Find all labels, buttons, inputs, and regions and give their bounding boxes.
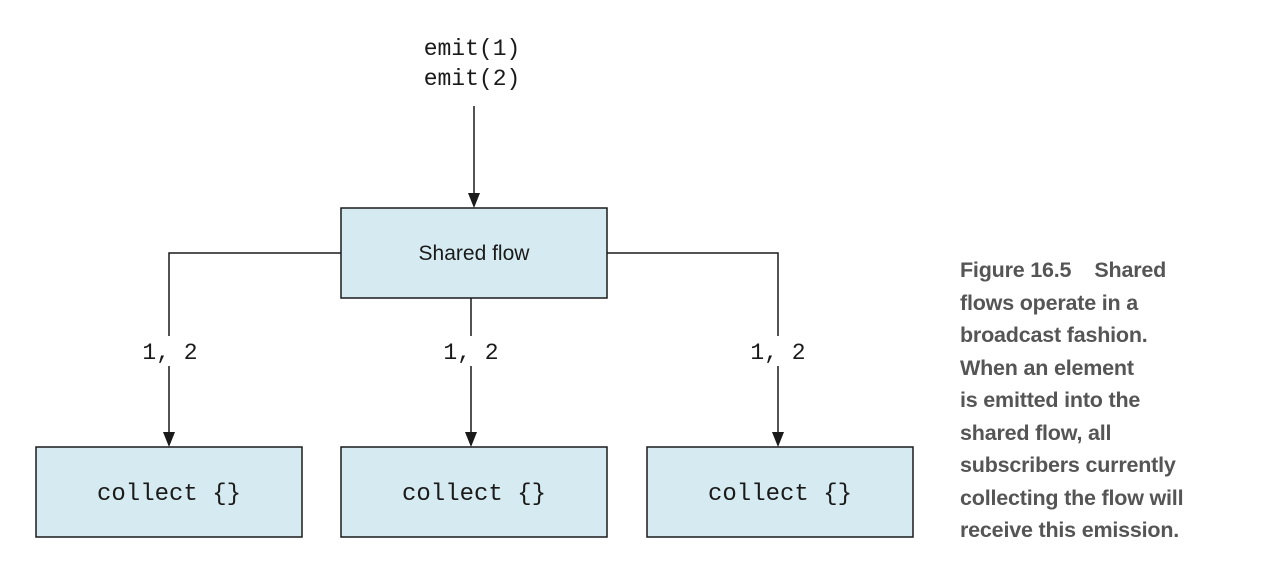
caption-line-6: shared flow, all xyxy=(960,420,1112,445)
caption-line-7: subscribers currently xyxy=(960,453,1176,477)
connector-middle-head xyxy=(465,432,477,447)
collector-label-middle: collect {} xyxy=(402,481,546,508)
edge-label-bg-left xyxy=(132,336,208,366)
emit-arrow xyxy=(468,106,480,208)
collector-label-right: collect {} xyxy=(708,481,852,508)
shared-flow-label: Shared flow xyxy=(419,242,531,265)
connector-left xyxy=(163,252,341,447)
collector-left: collect {} xyxy=(35,446,303,538)
connector-left-line xyxy=(168,252,341,433)
emitter: emit(1) emit(2) xyxy=(424,36,521,92)
edge-label-middle: 1, 2 xyxy=(443,340,498,366)
caption-line-2: flows operate in a xyxy=(960,290,1138,315)
edge-label-bg-right xyxy=(740,336,816,366)
caption-line-3: broadcast fashion. xyxy=(960,323,1148,347)
connector-right xyxy=(607,252,784,447)
shared-flow-node: Shared flow xyxy=(340,207,608,299)
figure-number: Figure 16.5 xyxy=(960,258,1072,282)
collector-label-left: collect {} xyxy=(97,481,241,508)
figure-caption: Figure 16.5 Shared flows operate in a br… xyxy=(960,254,1260,547)
caption-line-8: collecting the flow will xyxy=(960,485,1184,510)
connector-middle xyxy=(465,298,477,447)
connector-right-line xyxy=(607,252,779,433)
edge-label-right: 1, 2 xyxy=(750,340,805,366)
caption-line-1: Figure 16.5 Shared xyxy=(960,254,1260,287)
edge-label-left: 1, 2 xyxy=(142,340,197,366)
caption-line-4: When an element xyxy=(960,355,1134,380)
collector-box-middle xyxy=(340,446,608,538)
emit-line-1: emit(1) xyxy=(424,36,521,62)
caption-text-1: Shared xyxy=(1094,258,1167,282)
edge-label-bg-middle xyxy=(433,336,509,366)
connector-right-head xyxy=(772,432,784,447)
collector-box-right xyxy=(646,446,914,538)
emit-arrow-head xyxy=(468,193,480,208)
collector-right: collect {} xyxy=(646,446,914,538)
caption-line-5: is emitted into the xyxy=(960,388,1141,412)
edge-labels: 1, 2 1, 2 1, 2 xyxy=(132,336,816,366)
shared-flow-box xyxy=(340,207,608,299)
caption-line-9: receive this emission. xyxy=(960,518,1180,542)
collector-box-left xyxy=(35,446,303,538)
collector-middle: collect {} xyxy=(340,446,608,538)
emit-line-2: emit(2) xyxy=(424,66,521,92)
shared-flow-diagram: emit(1) emit(2) Shared flow 1, 2 1, 2 1,… xyxy=(35,36,914,538)
connector-left-head xyxy=(163,432,175,447)
